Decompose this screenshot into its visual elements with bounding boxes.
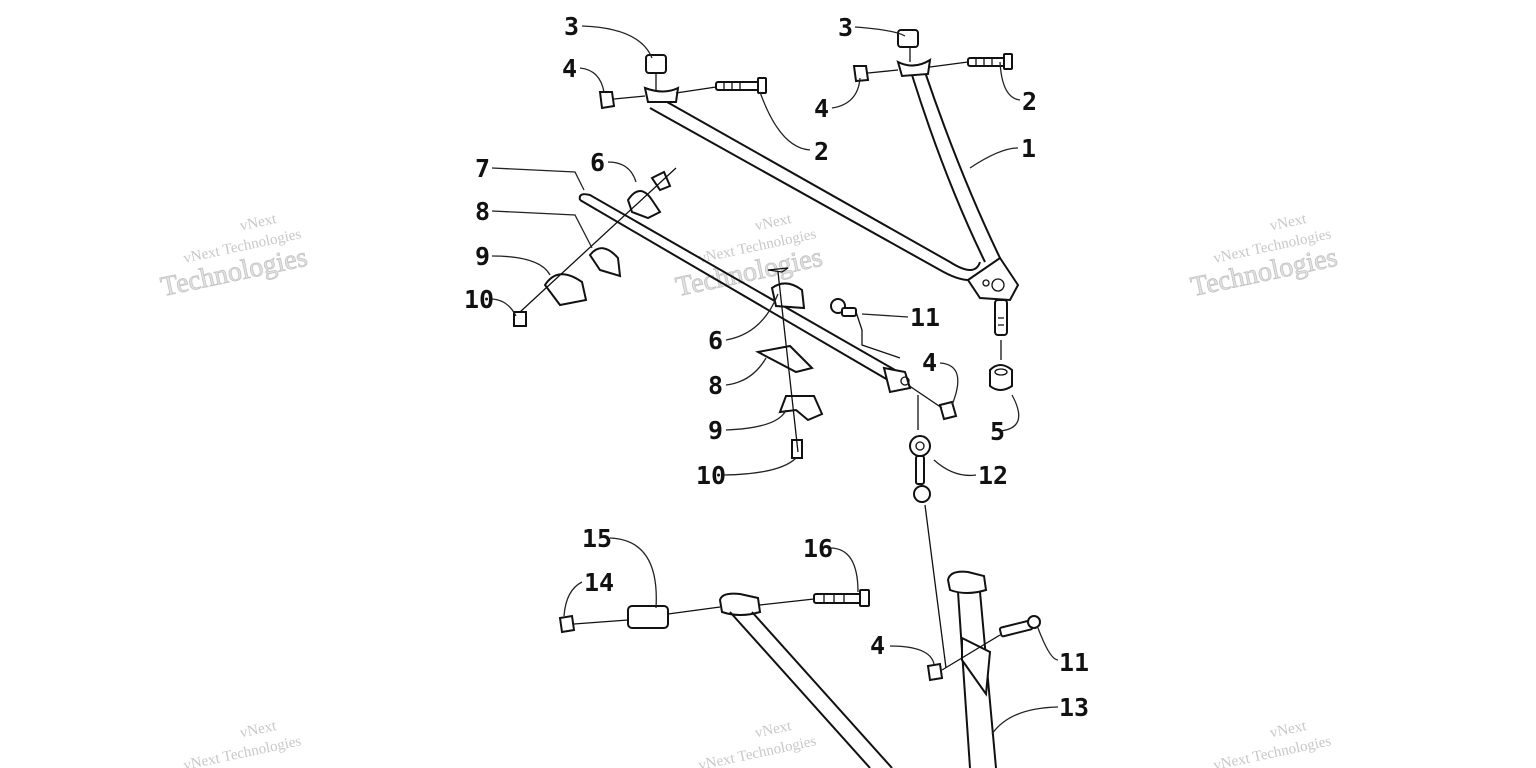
callout-7: 7 [475, 154, 490, 183]
callout-9b: 9 [708, 416, 723, 445]
bolt-11a [830, 298, 901, 359]
callout-11a: 11 [910, 303, 940, 332]
callout-10b: 10 [696, 461, 726, 490]
watermark-bottom-center: vNext vNext Technologies [697, 718, 818, 768]
bushing-3a [645, 54, 667, 74]
bolt-2b [929, 53, 1013, 70]
callout-15: 15 [582, 524, 612, 553]
lower-a-arm [718, 570, 997, 768]
callout-11b: 11 [1059, 648, 1089, 677]
sway-bar-link-12 [909, 395, 947, 669]
watermark-brand: vNext [1269, 211, 1309, 234]
watermark-brand: vNext [1269, 718, 1309, 741]
callout-4c: 4 [922, 348, 937, 377]
callout-9a: 9 [475, 242, 490, 271]
bolt-2a [675, 77, 767, 94]
sway-bar-bracket-left [513, 167, 677, 327]
callout-2b: 2 [1022, 87, 1037, 116]
callout-6b: 6 [708, 326, 723, 355]
callout-12: 12 [978, 461, 1008, 490]
nut-14 [558, 614, 576, 634]
watermark-brand: vNext [754, 718, 794, 741]
sway-bar-bracket-center [754, 267, 824, 459]
sway-bar [578, 193, 912, 394]
callout-5: 5 [990, 417, 1005, 446]
bushing-3b [897, 29, 919, 48]
callout-8b: 8 [708, 371, 723, 400]
callout-4b: 4 [814, 94, 829, 123]
upper-a-arm [643, 58, 1020, 336]
castle-nut-5 [989, 340, 1013, 391]
nut-4c [938, 400, 958, 421]
callout-8a: 8 [475, 197, 490, 226]
watermark-bottom-right: vNext vNext Technologies [1212, 718, 1333, 768]
watermark-brand: vNext [239, 211, 279, 234]
nut-4b [852, 65, 870, 83]
callout-14: 14 [584, 568, 614, 597]
callout-13: 13 [1059, 693, 1089, 722]
watermark-brand: vNext [754, 211, 794, 234]
callout-1: 1 [1021, 134, 1036, 163]
callout-6a: 6 [590, 148, 605, 177]
bushing-15 [627, 605, 669, 629]
callout-3b: 3 [838, 13, 853, 42]
bolt-11b [941, 615, 1041, 671]
callout-10a: 10 [464, 285, 494, 314]
watermark-bottom-left: vNext vNext Technologies [182, 718, 303, 768]
callout-4d: 4 [870, 631, 885, 660]
watermark-left: vNext vNext Technologies Technologies [158, 211, 311, 303]
callout-3a: 3 [564, 12, 579, 41]
watermark-right: vNext vNext Technologies Technologies [1188, 211, 1341, 303]
watermark-brand: vNext [239, 718, 279, 741]
callout-4a: 4 [562, 54, 577, 83]
nut-4d [926, 662, 944, 682]
callout-16: 16 [803, 534, 833, 563]
leader-lines [491, 25, 1059, 735]
bolt-16 [759, 589, 870, 607]
nut-4a [598, 91, 616, 110]
callout-2a: 2 [814, 137, 829, 166]
